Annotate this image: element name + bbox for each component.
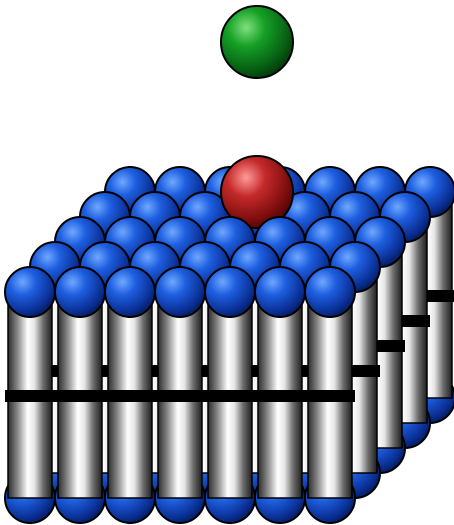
bilayer-midline: [5, 390, 55, 402]
bilayer-midline: [55, 390, 105, 402]
lipid-head-icon: [154, 266, 206, 318]
bilayer-midline: [205, 390, 255, 402]
lipid-molecule: [54, 266, 106, 524]
lipid-molecule: [304, 266, 356, 524]
lipid-molecule: [204, 266, 256, 524]
lipid-molecule: [104, 266, 156, 524]
lipid-molecule: [4, 266, 56, 524]
lipid-molecule: [254, 266, 306, 524]
lipid-molecule: [154, 266, 206, 524]
lipid-row: [4, 266, 356, 524]
bilayer-midline: [105, 390, 155, 402]
lipid-head-icon: [204, 266, 256, 318]
lipid-head-icon: [54, 266, 106, 318]
lipid-head-icon: [4, 266, 56, 318]
bilayer-midline: [255, 390, 305, 402]
bilayer-midline: [305, 390, 355, 402]
red-sphere-icon: [220, 155, 294, 229]
lipid-head-icon: [104, 266, 156, 318]
lipid-head-icon: [254, 266, 306, 318]
green-sphere-icon: [220, 5, 294, 79]
bilayer-midline: [155, 390, 205, 402]
membrane-block: [4, 155, 454, 524]
lipid-head-icon: [304, 266, 356, 318]
